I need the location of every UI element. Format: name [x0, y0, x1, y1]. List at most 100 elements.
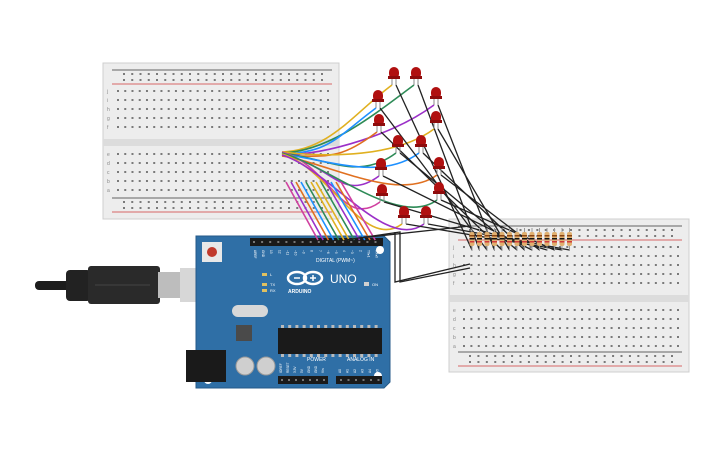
- breadboard-hole[interactable]: [581, 273, 584, 275]
- rail-hole[interactable]: [645, 235, 648, 237]
- breadboard-hole[interactable]: [319, 117, 322, 119]
- breadboard-hole[interactable]: [492, 345, 495, 347]
- rail-hole[interactable]: [485, 355, 488, 357]
- breadboard-hole[interactable]: [153, 108, 156, 110]
- breadboard-hole[interactable]: [662, 264, 665, 266]
- rail-hole[interactable]: [312, 201, 315, 203]
- breadboard-hole[interactable]: [463, 327, 465, 329]
- breadboard-hole[interactable]: [499, 309, 502, 311]
- breadboard-hole[interactable]: [522, 336, 525, 338]
- breadboard-hole[interactable]: [463, 318, 465, 320]
- header-pin[interactable]: [323, 379, 325, 381]
- rail-hole[interactable]: [164, 79, 167, 81]
- rail-hole[interactable]: [527, 361, 530, 363]
- red-led[interactable]: [388, 67, 400, 85]
- breadboard-hole[interactable]: [247, 99, 250, 101]
- breadboard-hole[interactable]: [573, 273, 576, 275]
- breadboard-hole[interactable]: [499, 255, 502, 257]
- signal-wire[interactable]: [340, 181, 376, 241]
- breadboard-hole[interactable]: [167, 117, 170, 119]
- rail-hole[interactable]: [612, 235, 615, 237]
- breadboard-hole[interactable]: [492, 264, 495, 266]
- breadboard-hole[interactable]: [131, 153, 134, 155]
- breadboard-hole[interactable]: [131, 117, 134, 119]
- breadboard-hole[interactable]: [499, 273, 502, 275]
- rail-hole[interactable]: [197, 79, 200, 81]
- breadboard-hole[interactable]: [240, 180, 243, 182]
- rail-hole[interactable]: [511, 235, 514, 237]
- breadboard-hole[interactable]: [276, 99, 279, 101]
- breadboard-hole[interactable]: [558, 282, 561, 284]
- breadboard-hole[interactable]: [632, 282, 635, 284]
- breadboard-hole[interactable]: [522, 345, 525, 347]
- breadboard-hole[interactable]: [588, 318, 591, 320]
- breadboard-hole[interactable]: [261, 153, 264, 155]
- breadboard-hole[interactable]: [669, 282, 672, 284]
- rail-hole[interactable]: [312, 207, 315, 209]
- breadboard-hole[interactable]: [240, 189, 243, 191]
- breadboard-hole[interactable]: [662, 345, 665, 347]
- breadboard-hole[interactable]: [305, 99, 308, 101]
- breadboard-hole[interactable]: [529, 246, 532, 248]
- rail-hole[interactable]: [180, 73, 183, 75]
- breadboard-hole[interactable]: [617, 345, 620, 347]
- breadboard-hole[interactable]: [507, 273, 510, 275]
- breadboard-hole[interactable]: [167, 90, 170, 92]
- breadboard-hole[interactable]: [153, 171, 156, 173]
- rail-hole[interactable]: [230, 201, 233, 203]
- rail-hole[interactable]: [255, 79, 257, 81]
- breadboard-hole[interactable]: [160, 162, 163, 164]
- rail-hole[interactable]: [662, 361, 665, 363]
- led-array[interactable]: [372, 67, 445, 224]
- rail-hole[interactable]: [230, 207, 233, 209]
- breadboard-hole[interactable]: [507, 336, 510, 338]
- rail-hole[interactable]: [494, 229, 497, 231]
- breadboard-hole[interactable]: [514, 309, 517, 311]
- rail-hole[interactable]: [139, 79, 142, 81]
- breadboard-hole[interactable]: [312, 90, 315, 92]
- header-pin[interactable]: [288, 379, 290, 381]
- breadboard-hole[interactable]: [196, 180, 199, 182]
- rail-hole[interactable]: [147, 73, 150, 75]
- breadboard-hole[interactable]: [203, 180, 206, 182]
- breadboard-hole[interactable]: [573, 345, 576, 347]
- rail-hole[interactable]: [527, 355, 530, 357]
- breadboard-hole[interactable]: [522, 246, 525, 248]
- breadboard-hole[interactable]: [595, 345, 598, 347]
- breadboard-hole[interactable]: [662, 327, 665, 329]
- rail-hole[interactable]: [645, 361, 648, 363]
- breadboard-hole[interactable]: [617, 309, 620, 311]
- breadboard-hole[interactable]: [182, 153, 185, 155]
- breadboard-hole[interactable]: [319, 126, 322, 128]
- breadboard-hole[interactable]: [283, 117, 286, 119]
- breadboard-hole[interactable]: [327, 180, 329, 182]
- breadboard-hole[interactable]: [625, 264, 628, 266]
- breadboard-hole[interactable]: [647, 246, 650, 248]
- breadboard-hole[interactable]: [654, 327, 657, 329]
- rail-hole[interactable]: [164, 207, 167, 209]
- rail-hole[interactable]: [288, 73, 290, 75]
- breadboard-hole[interactable]: [298, 180, 301, 182]
- breadboard-hole[interactable]: [290, 126, 293, 128]
- breadboard-hole[interactable]: [477, 327, 480, 329]
- breadboard-hole[interactable]: [551, 336, 554, 338]
- breadboard-hole[interactable]: [189, 90, 192, 92]
- rail-hole[interactable]: [502, 361, 505, 363]
- rail-hole[interactable]: [578, 355, 581, 357]
- breadboard-hole[interactable]: [276, 90, 279, 92]
- breadboard-hole[interactable]: [573, 264, 576, 266]
- red-led[interactable]: [392, 135, 404, 153]
- breadboard-hole[interactable]: [669, 273, 672, 275]
- breadboard-hole[interactable]: [677, 273, 679, 275]
- signal-wire[interactable]: [295, 181, 330, 241]
- signal-wire[interactable]: [315, 181, 350, 241]
- breadboard-hole[interactable]: [211, 162, 214, 164]
- breadboard-hole[interactable]: [117, 99, 119, 101]
- breadboard-hole[interactable]: [218, 162, 221, 164]
- rail-hole[interactable]: [296, 73, 299, 75]
- breadboard-hole[interactable]: [283, 99, 286, 101]
- breadboard-hole[interactable]: [290, 162, 293, 164]
- header-pin[interactable]: [301, 241, 304, 243]
- breadboard-hole[interactable]: [566, 264, 569, 266]
- breadboard-hole[interactable]: [647, 255, 650, 257]
